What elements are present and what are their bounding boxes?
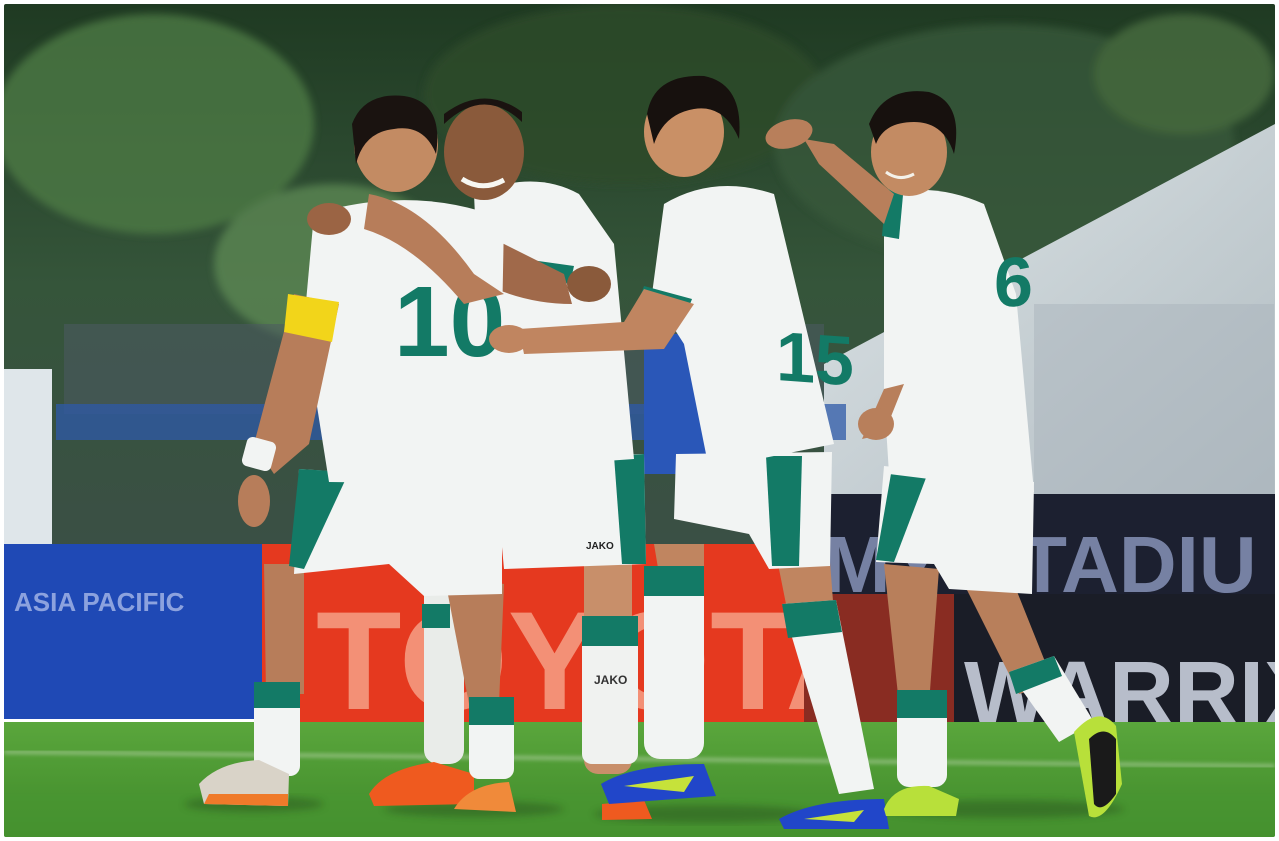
photo: ASIA PACIFIC TOYOTA MY STADIU WARRIX JAK… (4, 4, 1275, 837)
green-boot (884, 785, 959, 816)
board-blue (4, 544, 264, 719)
orange-boot (369, 762, 474, 806)
sock-brand: JAKO (594, 673, 627, 687)
player-10: 10 (199, 95, 516, 812)
player-15-number: 15 (776, 317, 854, 400)
player-6-number: 6 (994, 242, 1033, 322)
photo-frame: ASIA PACIFIC TOYOTA MY STADIU WARRIX JAK… (4, 4, 1275, 837)
player-6: 6 (765, 91, 1122, 818)
player-15: 15 (489, 75, 889, 829)
board-red (262, 544, 807, 749)
svg-text:JAKO: JAKO (586, 541, 614, 552)
board-blue-text: ASIA PACIFIC (14, 587, 185, 617)
captain-armband (284, 294, 339, 342)
